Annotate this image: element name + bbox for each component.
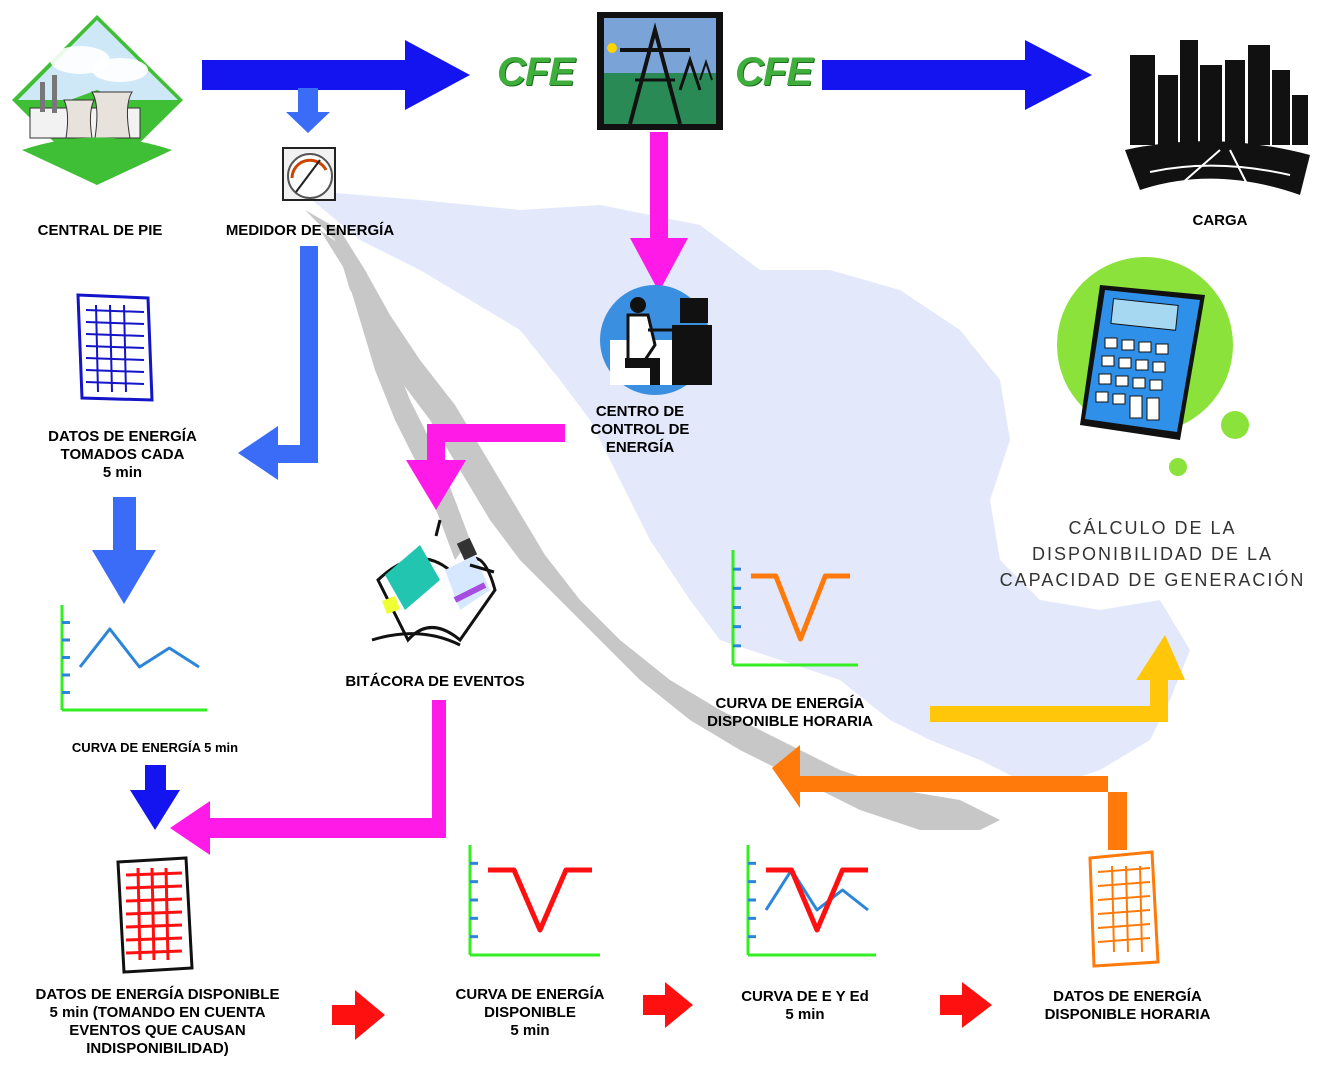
label-carga: CARGA (1160, 212, 1280, 230)
red-arrow-2 (643, 982, 693, 1028)
label-datos-5min: DATOS DE ENERGÍA TOMADOS CADA 5 min (15, 428, 230, 482)
label-datos-disp-5min-line-1: DATOS DE ENERGÍA DISPONIBLE (35, 986, 280, 1003)
label-bitacora-text: BITÁCORA DE EVENTOS (345, 673, 525, 690)
label-centro-control-line-3: ENERGÍA (605, 439, 675, 456)
label-carga-text: CARGA (1192, 212, 1248, 229)
red-arrow-3 (940, 982, 992, 1028)
arrow-curva-horaria-to-calculo (930, 635, 1185, 722)
label-central-de-pie: CENTRAL DE PIE (15, 222, 185, 240)
label-curva-disp-horaria-line-1: CURVA DE ENERGÍA (715, 695, 865, 712)
label-centro-control-line-1: CENTRO DE (595, 403, 685, 420)
arrow-datos-to-curva (92, 497, 156, 604)
label-centro-control-line-2: CONTROL DE (590, 421, 690, 438)
label-curva-disp-5min-line-3: 5 min (510, 1022, 550, 1039)
label-datos-disp-horaria-line-2: DISPONIBLE HORARIA (1044, 1006, 1211, 1023)
label-curva-5min-text: CURVA DE ENERGÍA 5 min (71, 740, 239, 755)
label-central-de-pie-text: CENTRAL DE PIE (37, 222, 163, 239)
series-line-0 (488, 867, 592, 933)
meter-gauge-icon (282, 147, 336, 201)
chart-curva-disp-5min (468, 845, 600, 957)
cfe-logo-right: CFE (735, 50, 813, 94)
label-datos-5min-line-3: 5 min (102, 464, 143, 481)
map-land (300, 190, 1190, 790)
label-calculo-line-2: DISPONIBILIDAD DE LA (1031, 544, 1274, 565)
arrows (92, 40, 1185, 1040)
series-line-1 (766, 867, 868, 933)
label-medidor: MEDIDOR DE ENERGÍA (200, 222, 420, 240)
chart-curva-disp-horaria (731, 550, 858, 667)
open-book-icon (371, 519, 497, 647)
label-curva-e-ed-line-2: 5 min (785, 1006, 825, 1023)
orange-document-icon (1088, 850, 1160, 968)
label-datos-5min-line-1: DATOS DE ENERGÍA (48, 428, 197, 445)
calculator-icon (1057, 257, 1249, 476)
cfe-logo-left: CFE (497, 50, 575, 94)
label-datos-disp-horaria: DATOS DE ENERGÍA DISPONIBLE HORARIA (1015, 988, 1240, 1024)
label-curva-disp-5min-line-2: DISPONIBLE (484, 1004, 576, 1021)
arrow-plant-to-cfe (202, 40, 470, 110)
series-line-0 (78, 627, 200, 669)
label-bitacora: BITÁCORA DE EVENTOS (310, 673, 560, 691)
label-curva-5min: CURVA DE ENERGÍA 5 min (30, 740, 280, 756)
label-datos-disp-5min-line-3: EVENTOS QUE CAUSAN (69, 1022, 246, 1039)
label-calculo-line-3: CAPACIDAD DE GENERACIÓN (999, 570, 1306, 591)
city-buildings-icon (1125, 40, 1310, 195)
label-datos-disp-5min-line-4: INDISPONIBILIDAD) (86, 1040, 229, 1057)
label-calculo-line-1: CÁLCULO DE LA (1068, 518, 1237, 538)
arrow-cfe-to-load (822, 40, 1092, 110)
series-line-0 (751, 573, 850, 642)
arrow-control-to-bitacora (406, 424, 565, 510)
arrow-cfe-to-control (630, 132, 688, 292)
red-arrow-1 (332, 990, 385, 1040)
label-curva-disp-horaria: CURVA DE ENERGÍA DISPONIBLE HORARIA (680, 695, 900, 731)
arrow-meter-to-datos (238, 246, 318, 480)
label-curva-e-ed: CURVA DE E Y Ed 5 min (715, 988, 895, 1024)
label-medidor-text: MEDIDOR DE ENERGÍA (225, 222, 395, 239)
series-line-0 (764, 868, 869, 912)
arrow-curva-to-datos-disp (130, 765, 180, 830)
label-datos-5min-line-2: TOMADOS CADA (60, 446, 185, 463)
label-datos-disp-5min-line-2: 5 min (TOMANDO EN CUENTA (49, 1004, 266, 1021)
label-curva-disp-5min: CURVA DE ENERGÍA DISPONIBLE 5 min (425, 986, 635, 1040)
label-centro-control: CENTRO DE CONTROL DE ENERGÍA (570, 403, 710, 457)
arrow-to-meter (286, 88, 330, 133)
label-datos-disp-5min: DATOS DE ENERGÍA DISPONIBLE 5 min (TOMAN… (5, 986, 310, 1058)
label-curva-e-ed-line-1: CURVA DE E Y Ed (741, 988, 869, 1005)
power-plant-icon (12, 15, 183, 185)
arrow-bitacora-to-datos-disp (170, 700, 446, 855)
red-document-icon (116, 856, 194, 974)
chart-curva-5min (60, 605, 207, 712)
label-datos-disp-horaria-line-1: DATOS DE ENERGÍA (1053, 988, 1202, 1005)
label-curva-disp-horaria-line-2: DISPONIBLE HORARIA (707, 713, 873, 730)
label-curva-disp-5min-line-1: CURVA DE ENERGÍA (455, 986, 605, 1003)
label-calculo: CÁLCULO DE LA DISPONIBILIDAD DE LA CAPAC… (985, 515, 1320, 593)
blue-document-icon (76, 293, 154, 402)
transmission-tower-icon (597, 12, 723, 130)
chart-curva-e-ed (746, 845, 876, 957)
operator-computer-icon (600, 285, 712, 395)
